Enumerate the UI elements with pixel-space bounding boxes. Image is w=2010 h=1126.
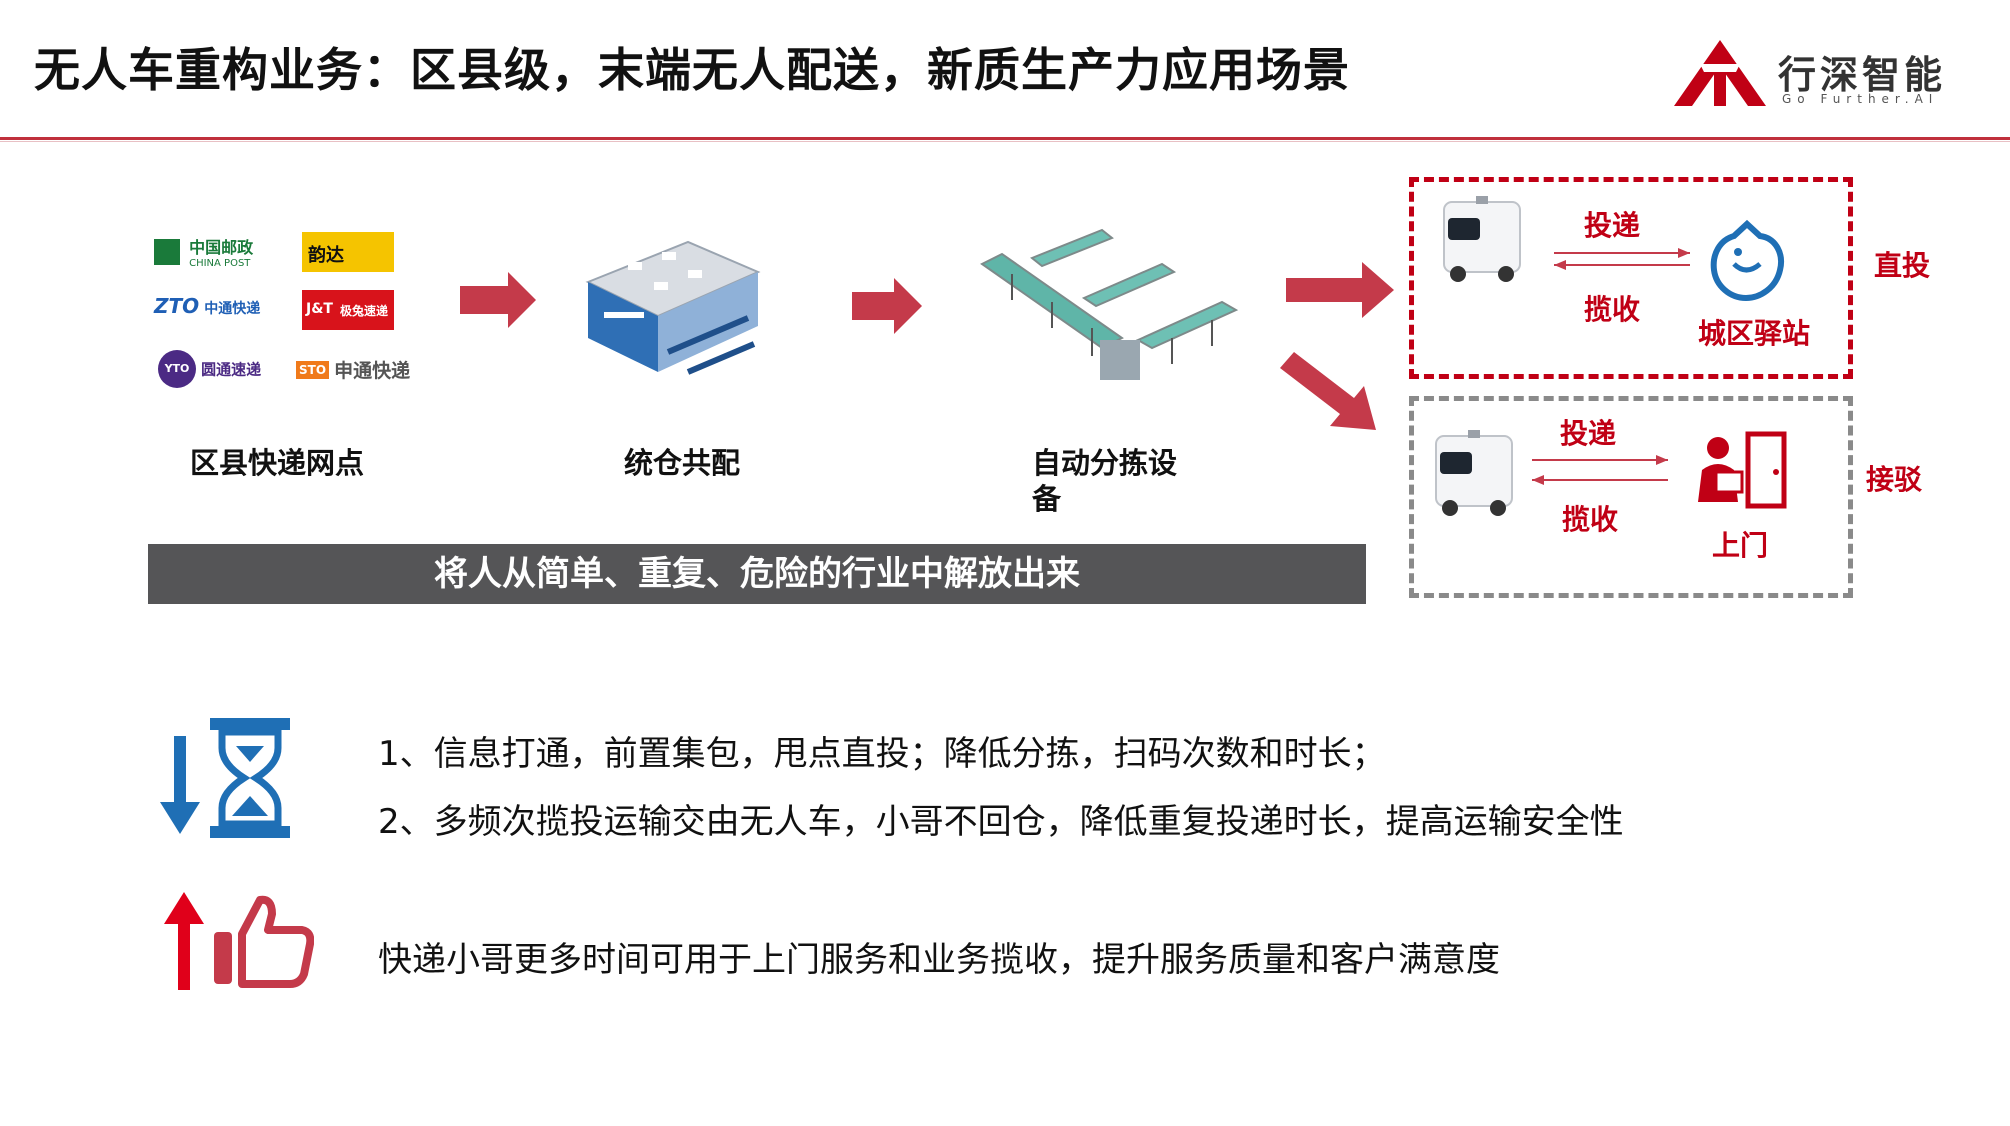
decrease-point-1: 1、信息打通，前置集包，甩点直投；降低分拣，扫码次数和时长； (378, 734, 1386, 774)
door-deliver-label: 投递 (1560, 417, 1617, 450)
mission-banner: 将人从简单、重复、危险的行业中解放出来 (148, 544, 1366, 604)
direct-destination-label: 城区驿站 (1698, 317, 1811, 350)
door-destination-label: 上门 (1712, 529, 1769, 562)
yunda-logo: 韵达 (302, 232, 394, 272)
increase-point: 快递小哥更多时间可用于上门服务和业务揽收，提升服务质量和客户满意度 (378, 940, 1500, 980)
direct-deliver-label: 投递 (1584, 209, 1641, 242)
logo-tagline: Go Further.AI (1782, 92, 1939, 106)
logo-mark-icon (1674, 40, 1766, 106)
delivery-vehicle-icon (1435, 430, 1513, 516)
slide-title: 无人车重构业务：区县级，末端无人配送，新质生产力应用场景 (34, 43, 1350, 97)
thumbs-up-icon (214, 895, 314, 988)
sorting-machine-icon (980, 228, 1239, 380)
flow-arrow-1-icon (460, 272, 536, 328)
direct-collect-label: 揽收 (1584, 293, 1641, 326)
up-arrow-icon (164, 892, 204, 990)
direct-mode-label: 直投 (1874, 249, 1931, 282)
logo-name: 行深智能 (1778, 53, 1947, 97)
jt-logo: J&T 极兔速递 (302, 290, 394, 330)
step-label-sorting-line2: 备 (1032, 482, 1062, 516)
step-label-outlet: 区县快递网点 (190, 446, 365, 480)
door-mode-label: 接驳 (1866, 463, 1923, 496)
station-bird-icon (1710, 219, 1784, 302)
warehouse-icon (585, 240, 761, 375)
china-post-icon (154, 238, 180, 265)
down-arrow-icon (160, 736, 200, 834)
china-post-logo: 中国邮政 CHINA POST (154, 234, 253, 269)
header-divider (0, 137, 2010, 140)
courier-logos: 中国邮政 CHINA POST 韵达 ZTO 中通快递 J&T 极兔速递 YTO… (150, 228, 420, 388)
company-logo (1670, 36, 1970, 112)
yto-icon: YTO (158, 350, 196, 388)
courier-door-icon (1698, 431, 1787, 509)
zto-logo: ZTO 中通快递 (154, 294, 261, 318)
yto-logo: YTO 圆通速递 (158, 350, 261, 388)
door-delivery-box (1409, 396, 1853, 598)
sto-icon: STO (296, 360, 330, 379)
delivery-vehicle-icon (1443, 196, 1521, 282)
door-collect-label: 揽收 (1562, 503, 1619, 536)
flow-arrow-3-icon (1286, 262, 1394, 318)
direct-delivery-box (1409, 177, 1853, 379)
hourglass-icon (210, 718, 290, 838)
step-label-sorting-line1: 自动分拣设 (1032, 446, 1178, 480)
two-way-arrow-icon (1554, 248, 1690, 270)
header-divider-shadow (0, 141, 2010, 142)
sto-logo: STO 申通快递 (296, 356, 410, 383)
step-label-warehouse: 统仓共配 (624, 446, 741, 480)
flow-arrow-4-icon (1280, 352, 1376, 430)
decrease-point-2: 2、多频次揽投运输交由无人车，小哥不回仓，降低重复投递时长，提高运输安全性 (378, 802, 1624, 842)
flow-arrow-2-icon (852, 278, 922, 334)
two-way-arrow-icon (1532, 455, 1668, 485)
